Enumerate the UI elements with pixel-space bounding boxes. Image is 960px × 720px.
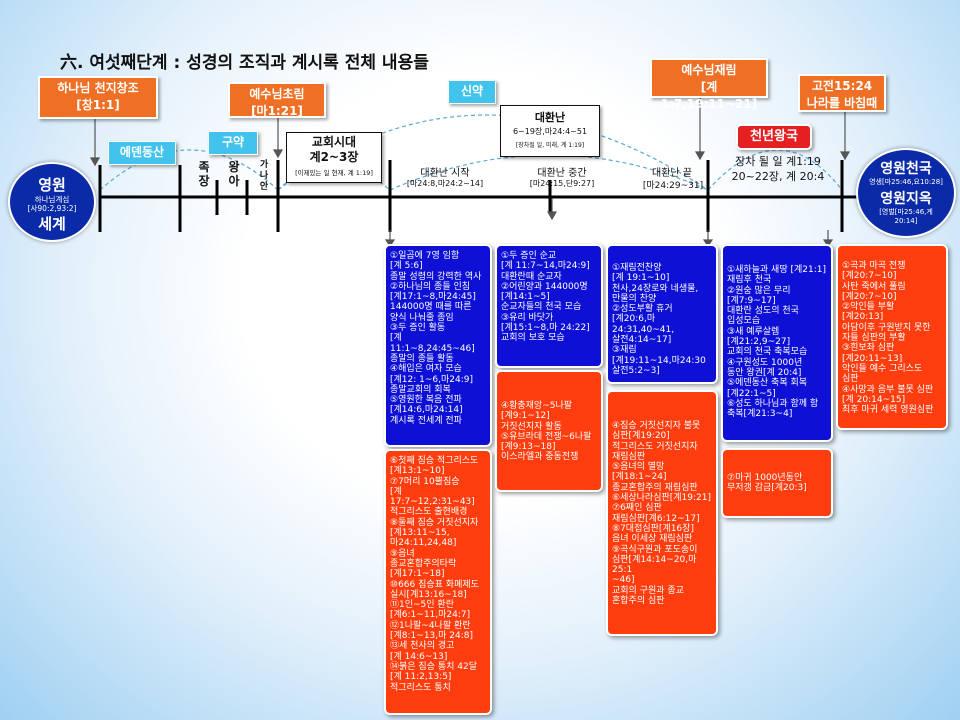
kings-label: 왕 아 [228, 160, 240, 188]
incarnation-callout: 예수님초림 [마1:21] [228, 82, 326, 118]
arc-ot [99, 149, 279, 191]
gt-box-note: [장차될 일, 미래, 계 1:19] [515, 142, 585, 149]
second-coming-callout: 예수님재림 [계1:7,19:11~21] [650, 58, 768, 111]
panel-text: ①새하늘과 새땅 [계21:1] 재림후 천국 ②원숭 많은 무리 [계7:9~… [727, 265, 826, 420]
panel-text: ①곡과 마곡 전쟁 [계20:7~10] 사탄 죽에서 풀림 [계20:7~10… [842, 261, 934, 416]
ot-label: 구약 [208, 131, 258, 155]
panel-text: ①일곱에 7영 임함 [계 5:6] 종말 성령의 강력한 역사 ②하나님의 종… [390, 251, 482, 426]
gt-box-title: 대환난 [534, 111, 566, 124]
church-age-title: 교회시대 계2~3장 [309, 135, 359, 164]
panel-text: ⑦마귀 1000년동안 무저갱 감금[계20:3] [727, 473, 807, 494]
eden-label: 에덴동산 [108, 141, 176, 165]
panel-text: ①두 증인 순교 [계 11:7~14,마24:9] 대환란때 순교자 ②어린양… [501, 251, 590, 344]
panel-gt-mid-red: ④황충재앙~5나팔 [계9:1~12] 거짓선지자 활동 ⑤유브라데 전쟁~6나… [495, 370, 603, 492]
great-tribulation-box: 대환난 6~19장,마24:4~51 [장차될 일, 미래, 계 1:19] [500, 105, 600, 157]
patriarchs-label: 족 장 [198, 160, 210, 188]
eternity-title: 영원 [38, 176, 66, 194]
prophets-label: 가 나 안 [259, 160, 269, 192]
panel-gt-mid-blue: ①두 증인 순교 [계 11:7~14,마24:9] 대환란때 순교자 ②어린양… [495, 244, 603, 368]
panel-text: ④짐승 거짓선지자 불못 심판[계19:20] 적그리스도 거짓선지자 재림심판… [612, 421, 711, 607]
eternity-future-oval: 영원천국 영생[마25:46,요10:28] 영원지옥 [영벌[마25:46,계… [856, 148, 956, 238]
millennium-label: 천년왕국 [736, 124, 812, 150]
panel-text: ⑥첫째 짐승 적그리스도 [계13:1~10] ⑦7머리 10뿔짐승 [계17:… [390, 456, 479, 693]
gt-start-ref: [마24:8,마24:2~14] [406, 179, 484, 188]
gt-mid-ref: [마24:15,단9:27] [529, 179, 595, 188]
arc-millennium [707, 149, 843, 191]
gt-end-label: 대환난 끝 [652, 168, 692, 179]
panel-millennium-blue: ①새하늘과 새땅 [계21:1] 재림후 천국 ②원숭 많은 무리 [계7:9~… [721, 244, 833, 442]
panel-gt-start-red: ⑥첫째 짐승 적그리스도 [계13:1~10] ⑦7머리 10뿔짐승 [계17:… [384, 449, 492, 715]
eternity-past-oval: 영원 하나님계심 [사90:2,93:2] 세계 [8, 162, 96, 242]
panel-gt-end-red: ④짐승 거짓선지자 불못 심판[계19:20] 적그리스도 거짓선지자 재림심판… [606, 390, 718, 636]
gt-end-ref: [마24:29~31] [642, 181, 704, 191]
panel-millennium-red: ⑦마귀 1000년동안 무저갱 감금[계20:3] [721, 448, 833, 518]
page-title: 六. 여섯째단계 : 성경의 조직과 계시록 전체 내용들 [60, 53, 429, 73]
gt-mid-label: 대환난 중간 [537, 168, 587, 179]
cor-callout: 고전15:24 나라를 바침때 [798, 74, 886, 112]
future-label: 장차 될 일 계1:19 20~22장, 계 20:4 [731, 155, 825, 183]
heaven-title: 영원천국 [880, 161, 932, 177]
gt-box-ref: 6~19장,마24:4~51 [512, 127, 588, 136]
panel-text: ④황충재앙~5나팔 [계9:1~12] 거짓선지자 활동 ⑤유브라데 전쟁~6나… [501, 401, 592, 463]
creation-callout: 하나님 천지창조 [창1:1] [38, 76, 158, 119]
church-age-note: [이제있는 일 현재, 계 1:19] [295, 169, 373, 177]
gt-start-label: 대환난 시작 [420, 168, 470, 179]
church-age-box: 교회시대 계2~3장 [이제있는 일 현재, 계 1:19] [286, 132, 382, 183]
hell-title: 영원지옥 [880, 191, 932, 207]
eternity-sub: 하나님계심 [사90:2,93:2] [27, 195, 77, 213]
eternity-world: 세계 [38, 215, 66, 233]
panel-gt-end-blue: ①재림전찬양 [계 19:1~10] 천사,24장로와 네생물, 만물의 찬양 … [606, 244, 718, 384]
hell-ref: [영벌[마25:46,계20:14] [879, 208, 933, 225]
heaven-ref: 영생[마25:46,요10:28] [869, 178, 943, 186]
panel-gt-start-blue: ①일곱에 7영 임함 [계 5:6] 종말 성령의 강력한 역사 ②하나님의 종… [384, 244, 492, 447]
panel-final-judgment: ①곡과 마곡 전쟁 [계20:7~10] 사탄 죽에서 풀림 [계20:7~10… [836, 244, 948, 430]
nt-label: 신약 [448, 80, 496, 104]
panel-text: ①재림전찬양 [계 19:1~10] 천사,24장로와 네생물, 만물의 찬양 … [612, 263, 706, 376]
